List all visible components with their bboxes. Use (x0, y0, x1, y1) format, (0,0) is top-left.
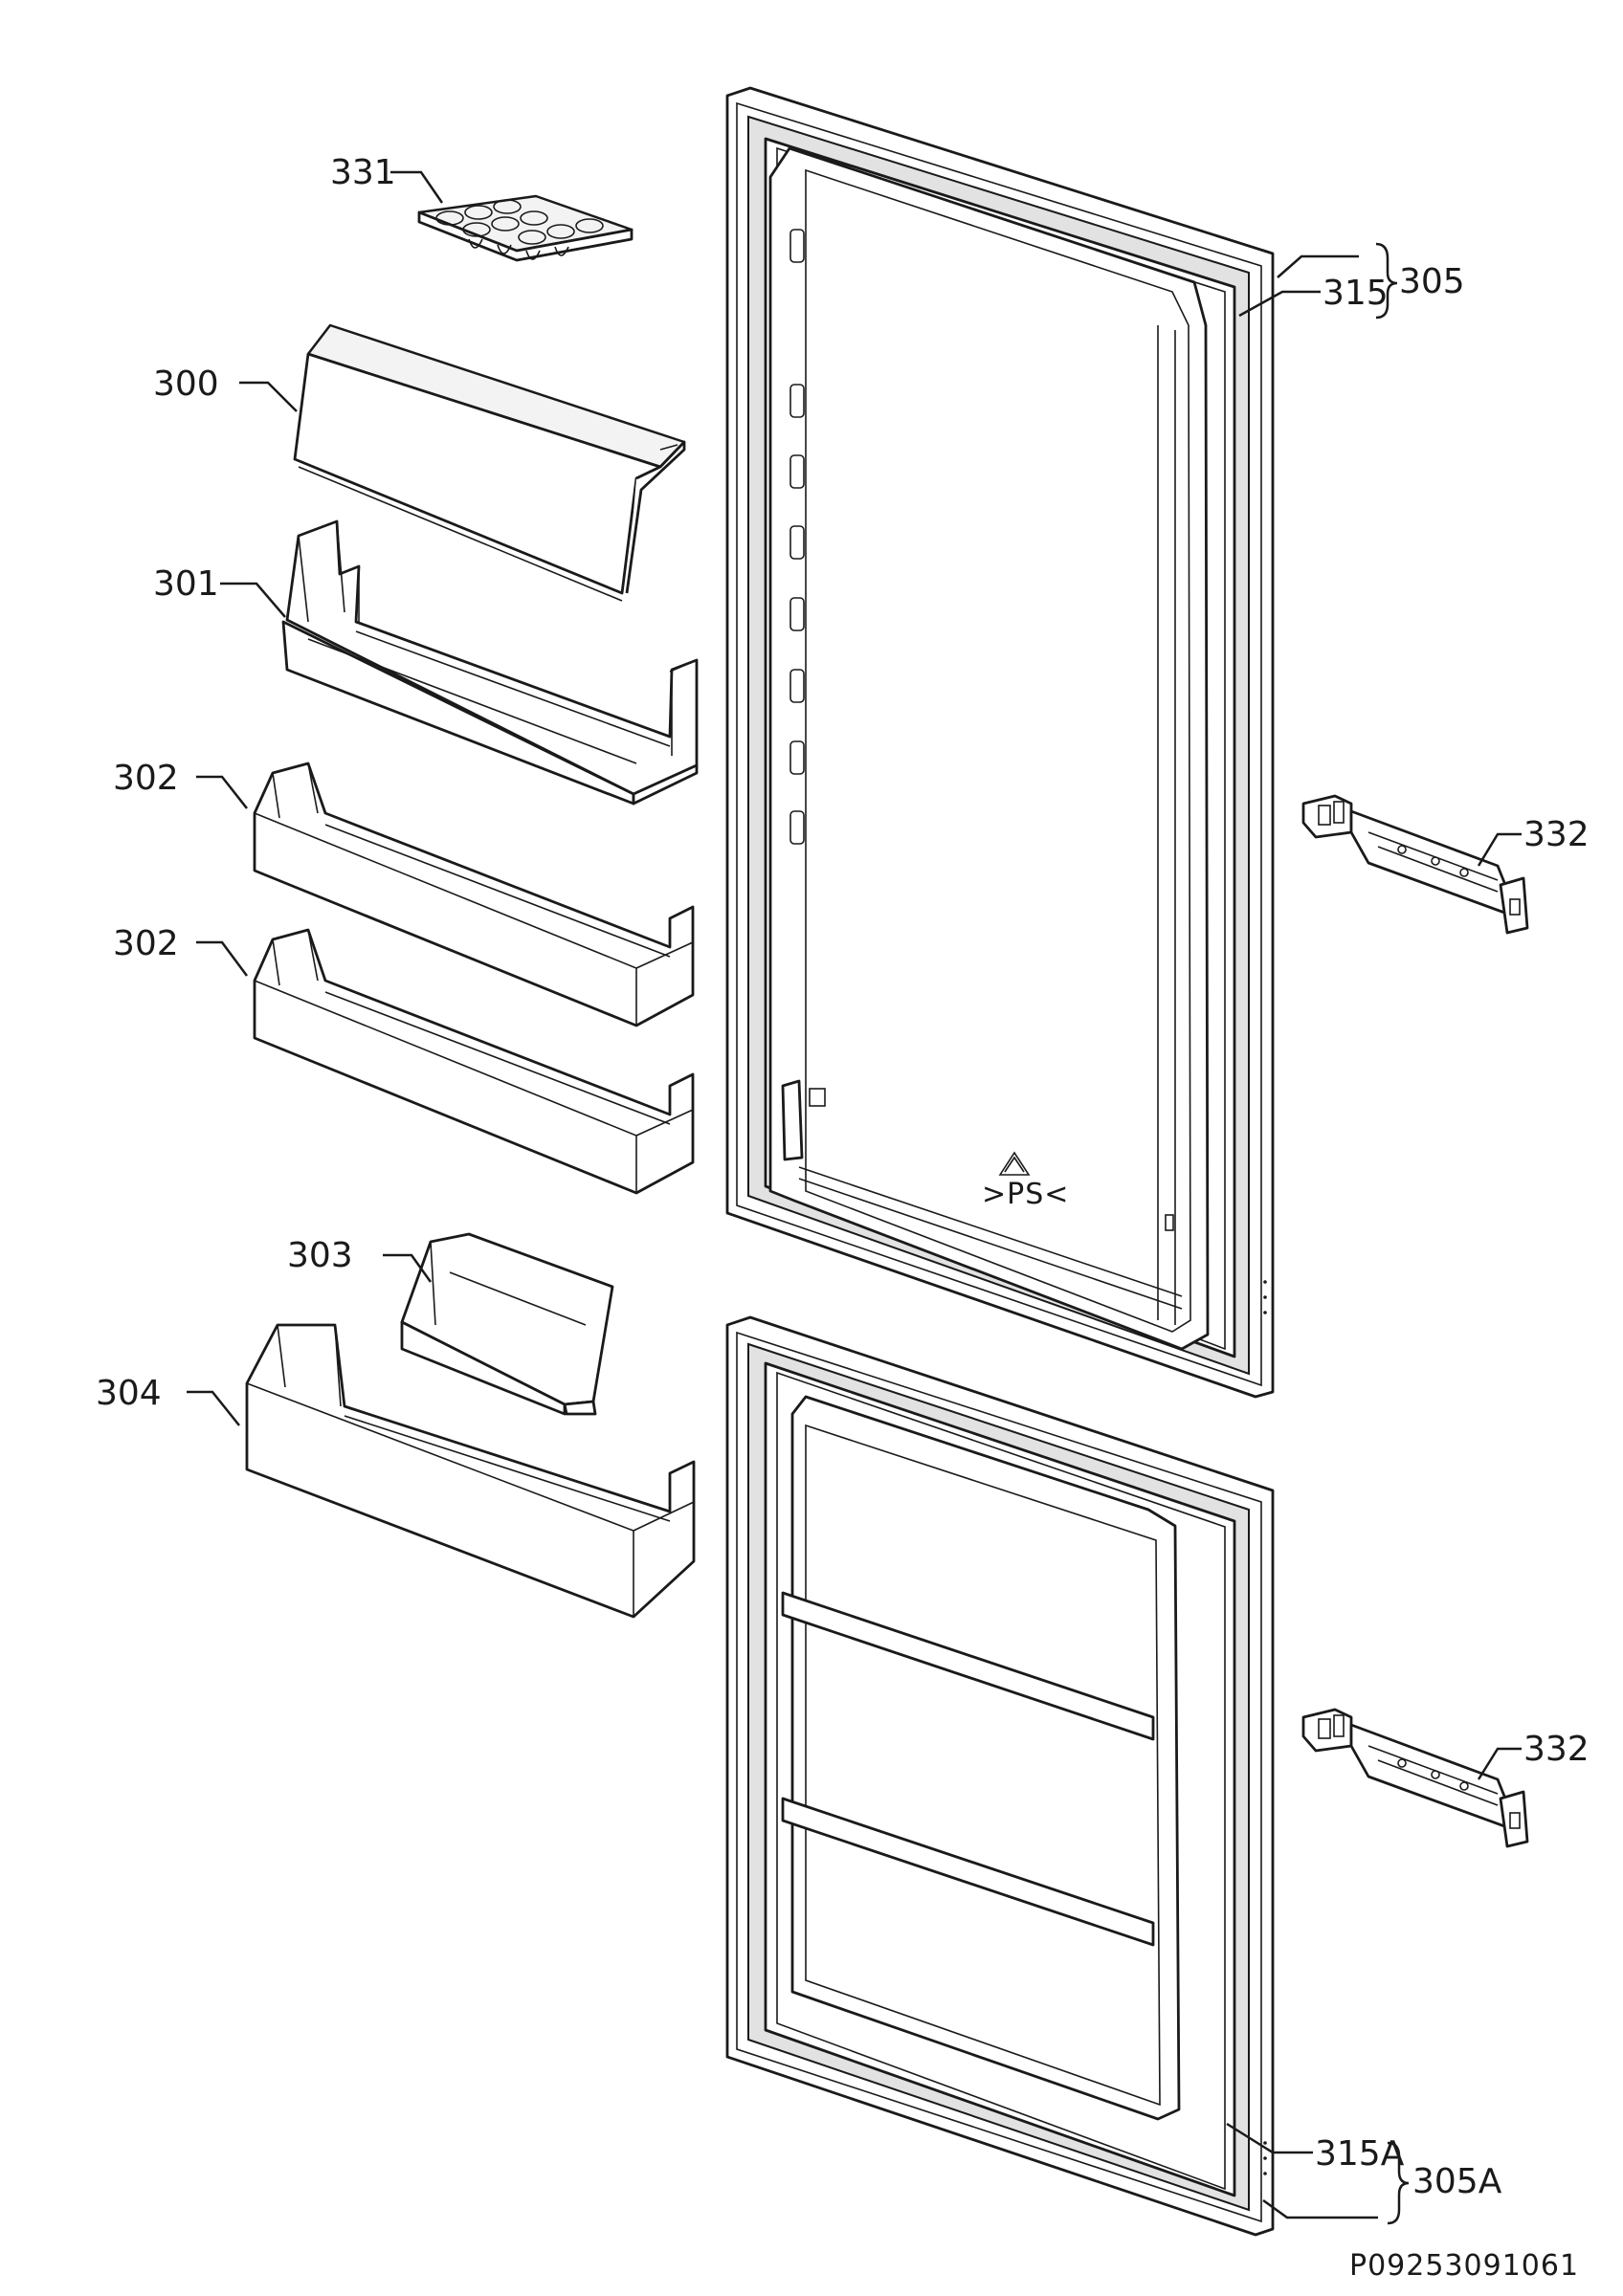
shelf-301 (281, 519, 699, 806)
label-302-upper: 302 (113, 759, 179, 798)
leader-305a (1262, 2198, 1378, 2219)
brace-305 (1375, 242, 1398, 320)
label-315a: 315A (1315, 2134, 1405, 2174)
leader-332-upper (1477, 832, 1522, 867)
label-315: 315 (1323, 274, 1389, 313)
document-number: P09253091061 (1349, 2249, 1579, 2283)
label-302-lower: 302 (113, 924, 179, 963)
leader-300 (239, 381, 298, 412)
small-box-303 (400, 1232, 614, 1416)
label-303: 303 (287, 1236, 353, 1275)
lower-door-305a (725, 1315, 1275, 2237)
leader-303 (383, 1253, 433, 1283)
label-332-upper: 332 (1523, 815, 1590, 854)
leader-332-lower (1477, 1747, 1522, 1780)
leader-331 (390, 170, 444, 204)
label-304: 304 (96, 1374, 162, 1413)
label-300: 300 (153, 364, 219, 404)
leader-304 (187, 1390, 240, 1426)
brace-305a (1387, 2141, 1410, 2225)
shelf-302-lower (253, 928, 695, 1195)
leader-315 (1238, 290, 1321, 318)
label-301: 301 (153, 564, 219, 604)
recycle-mark: >PS< (982, 1178, 1069, 1211)
leader-305 (1277, 254, 1359, 278)
shelf-302-upper (253, 762, 695, 1027)
leader-302-lower (196, 940, 249, 977)
label-305: 305 (1399, 262, 1465, 301)
label-331: 331 (330, 153, 396, 192)
leader-315a (1226, 2122, 1313, 2154)
leader-301 (220, 582, 286, 618)
hinge-332-lower (1301, 1708, 1529, 1848)
flap-300 (293, 323, 686, 602)
leader-302-upper (196, 775, 248, 809)
upper-door-305: >PS< (725, 86, 1275, 1399)
bottom-shelf-304 (245, 1323, 696, 1619)
egg-tray-331 (417, 194, 634, 262)
label-332-lower: 332 (1523, 1730, 1590, 1769)
hinge-332-upper (1301, 794, 1529, 935)
label-305a: 305A (1412, 2162, 1502, 2201)
